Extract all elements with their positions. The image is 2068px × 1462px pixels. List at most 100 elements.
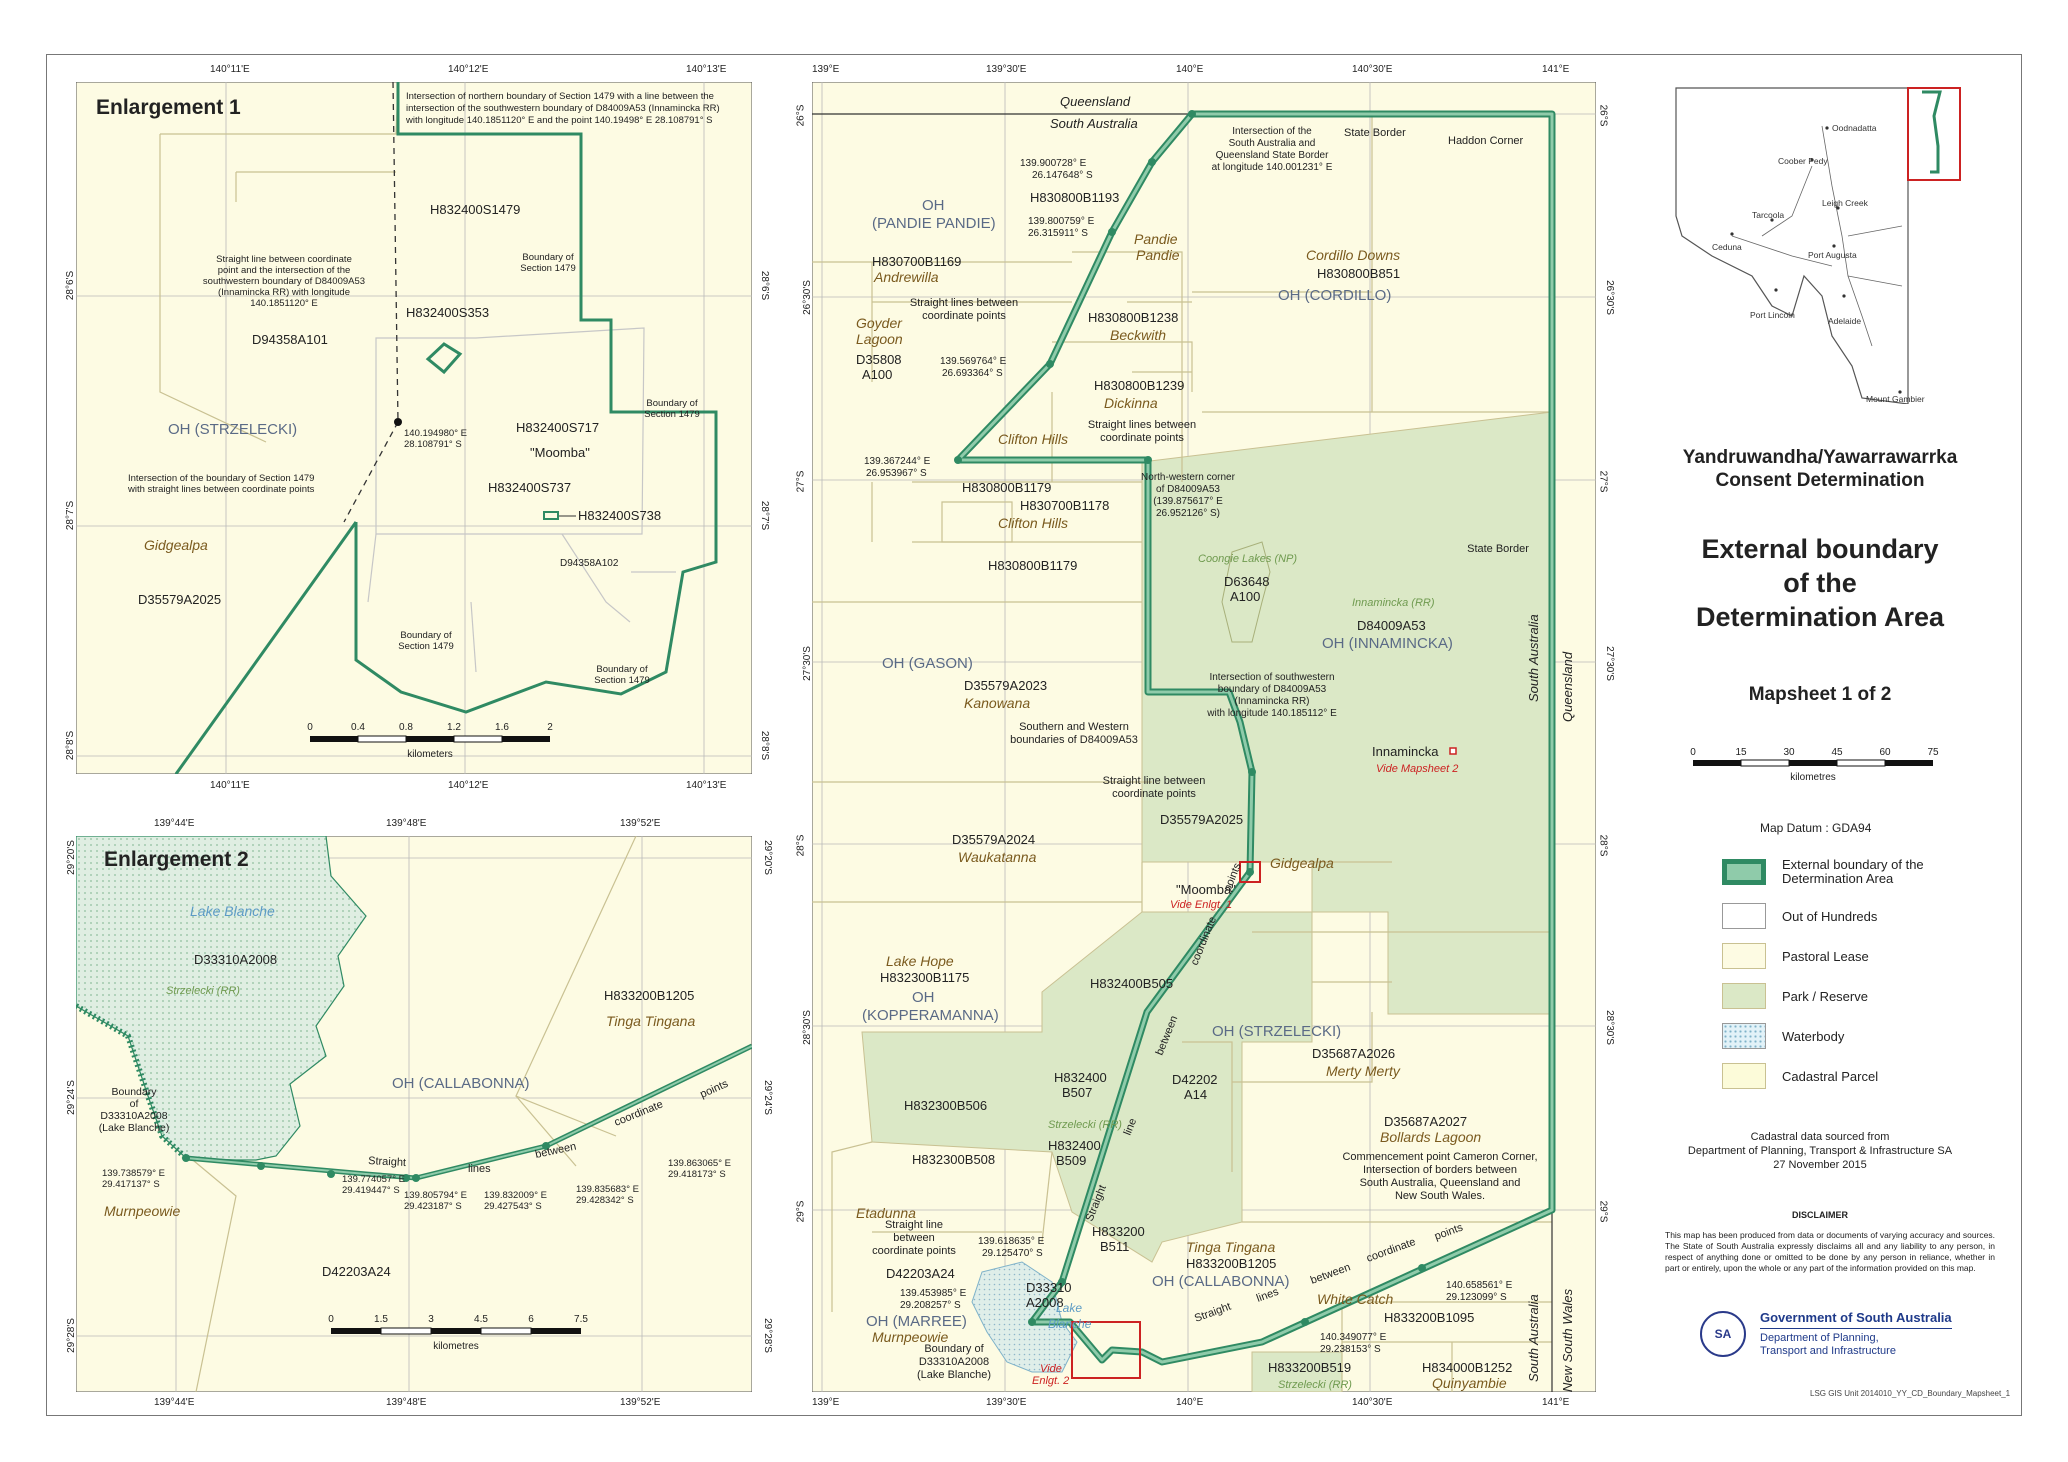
svg-text:H833200B1095: H833200B1095 — [1384, 1310, 1474, 1325]
svg-text:coordinate points: coordinate points — [1100, 432, 1184, 444]
svg-text:Lagoon: Lagoon — [856, 331, 903, 347]
e2-tinga: Tinga Tingana — [606, 1013, 695, 1029]
svg-text:26.147648° S: 26.147648° S — [1032, 170, 1093, 181]
svg-text:D33310A2008: D33310A2008 — [100, 1110, 167, 1122]
e1-straight-1: Straight line between coordinate — [216, 254, 352, 265]
svg-text:Lake: Lake — [1056, 1301, 1082, 1315]
svg-text:45: 45 — [1831, 747, 1843, 758]
svg-text:Murnpeowie: Murnpeowie — [872, 1329, 948, 1345]
svg-text:A2008: A2008 — [1026, 1295, 1064, 1310]
svg-text:Dickinna: Dickinna — [1104, 395, 1158, 411]
svg-text:Oodnadatta: Oodnadatta — [1832, 123, 1877, 133]
e2-callabonna: OH (CALLABONNA) — [392, 1075, 530, 1092]
locator-inset-map: Oodnadatta Coober Pedy Leigh Creek Tarco… — [1672, 86, 1984, 404]
svg-text:139.805794° E: 139.805794° E — [404, 1190, 467, 1201]
svg-text:Enlgt. 2: Enlgt. 2 — [1032, 1375, 1069, 1387]
svg-text:Southern and Western: Southern and Western — [1019, 721, 1129, 733]
svg-text:H830800B1239: H830800B1239 — [1094, 378, 1184, 393]
legend-out-of-hundreds: Out of Hundreds — [1722, 902, 1877, 930]
svg-text:30: 30 — [1783, 747, 1795, 758]
svg-text:Leigh Creek: Leigh Creek — [1822, 198, 1869, 208]
svg-text:75: 75 — [1927, 747, 1939, 758]
svg-text:Vide Mapsheet 2: Vide Mapsheet 2 — [1376, 763, 1458, 775]
svg-text:Tinga Tingana: Tinga Tingana — [1186, 1239, 1275, 1255]
svg-text:Ceduna: Ceduna — [1712, 242, 1742, 252]
svg-text:A100: A100 — [862, 367, 892, 382]
svg-text:Coongie Lakes (NP): Coongie Lakes (NP) — [1198, 553, 1297, 565]
svg-text:0: 0 — [328, 1314, 334, 1325]
e1-note-top-1: Intersection of northern boundary of Sec… — [406, 91, 714, 102]
svg-text:139.738579° E: 139.738579° E — [102, 1168, 165, 1179]
svg-text:140.658561° E: 140.658561° E — [1446, 1280, 1513, 1291]
svg-text:139.835683° E: 139.835683° E — [576, 1184, 639, 1195]
svg-text:26.952126° S): 26.952126° S) — [1156, 508, 1220, 519]
svg-text:Boundary: Boundary — [112, 1086, 158, 1098]
svg-text:139.453985° E: 139.453985° E — [900, 1288, 967, 1299]
svg-text:29.419447° S: 29.419447° S — [342, 1185, 400, 1196]
e1-label-d35579a2025: D35579A2025 — [138, 592, 221, 607]
footer-id: LSG GIS Unit 2014010_YY_CD_Boundary_Maps… — [1810, 1389, 2011, 1398]
svg-text:South Australia: South Australia — [1050, 116, 1138, 131]
svg-text:Straight lines between: Straight lines between — [1088, 419, 1196, 431]
svg-text:State Border: State Border — [1344, 127, 1406, 139]
sidebar-subtitle: External boundary of the Determination A… — [1695, 534, 1945, 632]
svg-text:D35687A2026: D35687A2026 — [1312, 1046, 1395, 1061]
svg-text:Queensland State Border: Queensland State Border — [1216, 150, 1330, 161]
svg-text:OH (STRZELECKI): OH (STRZELECKI) — [1212, 1023, 1341, 1040]
e1-b1-1: Boundary of — [522, 252, 574, 263]
svg-text:Etadunna: Etadunna — [856, 1205, 916, 1221]
svg-text:Intersection of borders betwee: Intersection of borders between — [1363, 1164, 1517, 1176]
svg-text:Strzelecki (RR): Strzelecki (RR) — [1278, 1379, 1352, 1391]
svg-text:H830700B1169: H830700B1169 — [872, 254, 961, 269]
svg-text:Innamincka: Innamincka — [1372, 744, 1439, 759]
svg-text:H832400: H832400 — [1054, 1070, 1107, 1085]
svg-text:South Australia: South Australia — [1526, 614, 1541, 702]
svg-text:D84009A53: D84009A53 — [1357, 618, 1426, 633]
svg-text:140.349077° E: 140.349077° E — [1320, 1332, 1387, 1343]
svg-text:Intersection of the: Intersection of the — [1232, 126, 1312, 137]
svg-text:Clifton Hills: Clifton Hills — [998, 515, 1068, 531]
svg-text:29.427543° S: 29.427543° S — [484, 1201, 542, 1212]
svg-text:D35579A2024: D35579A2024 — [952, 832, 1035, 847]
svg-text:Port Augusta: Port Augusta — [1808, 250, 1857, 260]
e1-straight-3: southwestern boundary of D84009A53 — [203, 276, 365, 287]
svg-text:139.367244° E: 139.367244° E — [864, 456, 931, 467]
svg-text:D35808: D35808 — [856, 352, 902, 367]
svg-text:29.123099° S: 29.123099° S — [1446, 1292, 1507, 1303]
svg-text:4.5: 4.5 — [474, 1314, 488, 1325]
svg-text:coordinate points: coordinate points — [1112, 788, 1196, 800]
sa-seal-icon: SA — [1700, 1311, 1746, 1357]
svg-text:1.2: 1.2 — [447, 722, 461, 733]
svg-text:26.315911° S: 26.315911° S — [1028, 228, 1088, 239]
svg-text:with longitude 140.185112° E: with longitude 140.185112° E — [1206, 708, 1337, 719]
svg-text:(Innamincka RR): (Innamincka RR) — [1234, 696, 1309, 707]
svg-text:26.953967° S: 26.953967° S — [866, 468, 927, 479]
svg-text:139.800759° E: 139.800759° E — [1028, 216, 1095, 227]
e2-d42203a24: D42203A24 — [322, 1264, 391, 1279]
svg-text:3: 3 — [428, 1314, 434, 1325]
svg-text:boundary of D84009A53: boundary of D84009A53 — [1218, 684, 1327, 695]
enlargement-2-map[interactable]: Lake Blanche D33310A2008 Strzelecki (RR)… — [76, 836, 752, 1392]
svg-text:of D84009A53: of D84009A53 — [1156, 484, 1220, 495]
svg-text:139.774057° E: 139.774057° E — [342, 1174, 405, 1185]
e1-intersect-1: Intersection of the boundary of Section … — [128, 473, 314, 484]
e2-h833200b1205: H833200B1205 — [604, 988, 694, 1003]
svg-text:H832400B505: H832400B505 — [1090, 976, 1173, 991]
svg-text:coordinate points: coordinate points — [922, 310, 1006, 322]
e1-b3-2: Section 1479 — [398, 641, 453, 652]
enlargement-1-map[interactable]: H832400S1479 H832400S353 D94358A101 OH (… — [76, 82, 752, 774]
legend-park-reserve: Park / Reserve — [1722, 982, 1868, 1010]
e2-lake-blanche: Lake Blanche — [190, 903, 275, 919]
svg-text:Goyder: Goyder — [856, 315, 903, 331]
main-map[interactable]: Queensland South Australia State Border … — [812, 82, 1596, 1392]
e1-b4-2: Section 1479 — [594, 675, 649, 686]
e1-b1-2: Section 1479 — [520, 263, 575, 274]
svg-text:OH: OH — [922, 197, 945, 214]
svg-text:H833200B519: H833200B519 — [1268, 1360, 1351, 1375]
e1-label-moomba: "Moomba" — [530, 445, 590, 460]
svg-text:OH (CORDILLO): OH (CORDILLO) — [1278, 287, 1391, 304]
svg-text:29.428342° S: 29.428342° S — [576, 1195, 634, 1206]
e1-label-gidgealpa: Gidgealpa — [144, 537, 208, 553]
svg-text:7.5: 7.5 — [574, 1314, 588, 1325]
e1-scale-bar: 0 0.4 0.8 1.2 1.6 2 kilometers — [307, 722, 553, 760]
